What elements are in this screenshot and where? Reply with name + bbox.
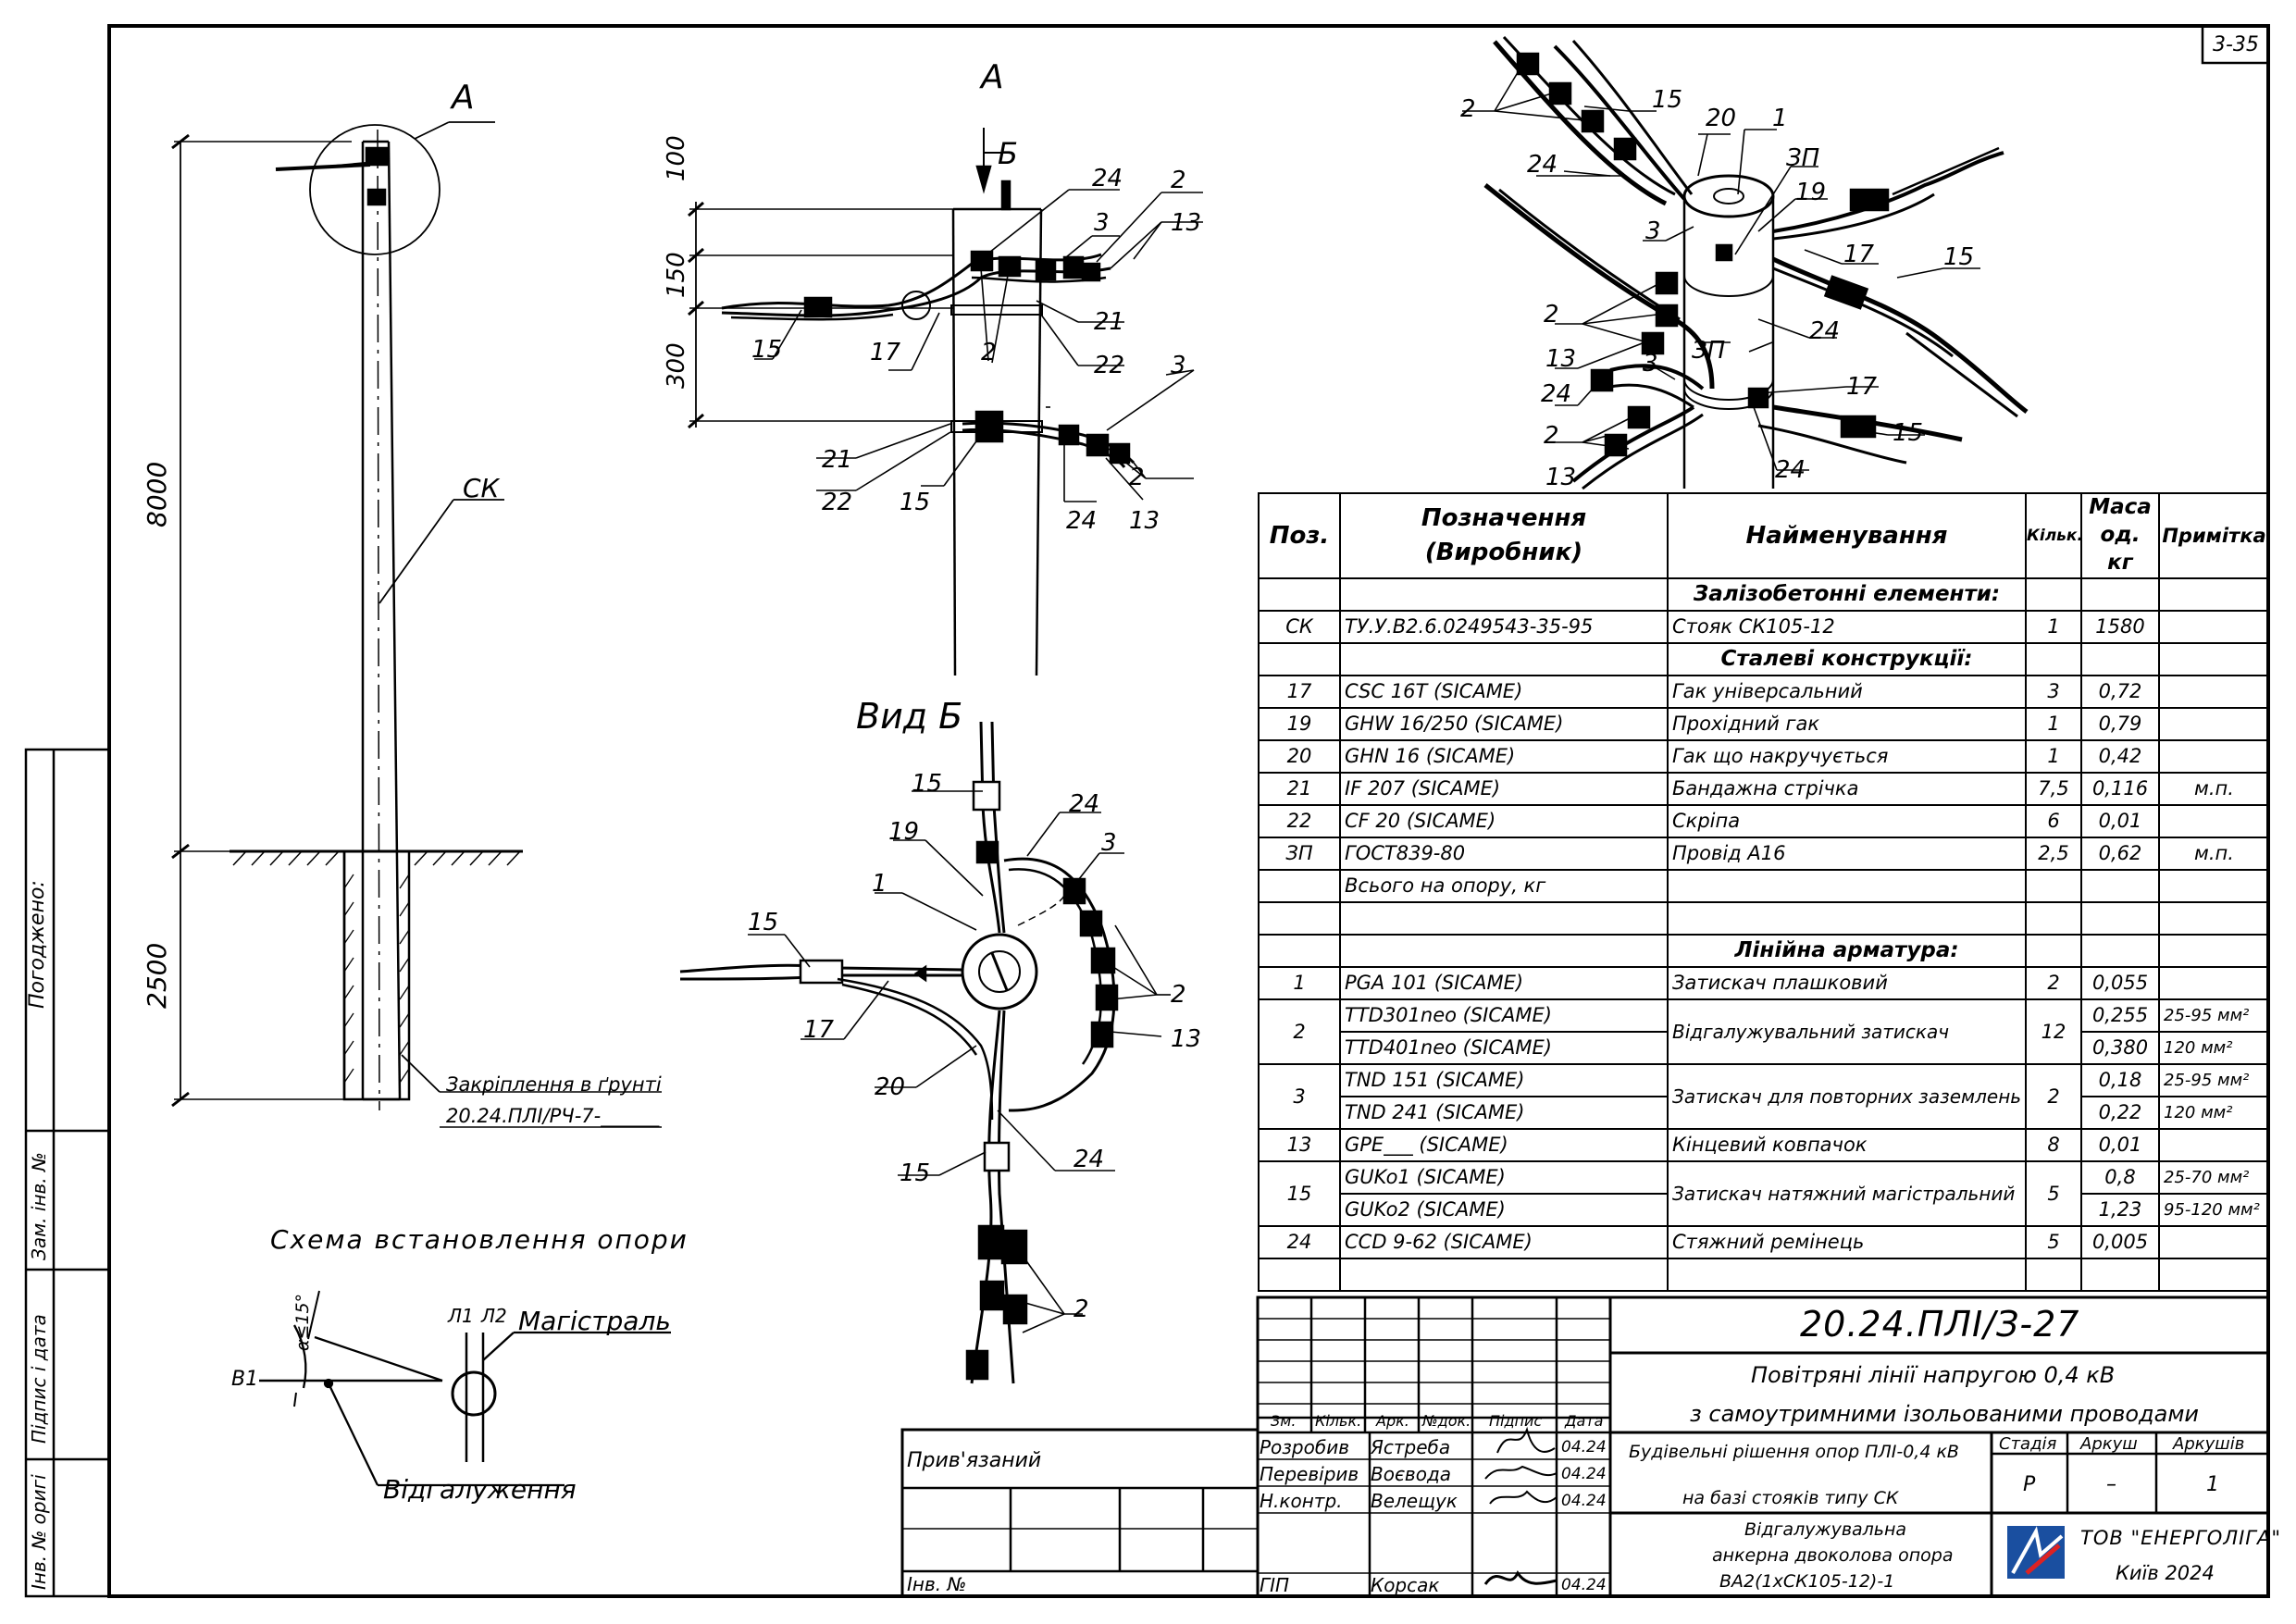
specification-table: Поз. Позначення (Виробник) Найменування … [1258,492,2270,1292]
inv-no-label: Інв. № [907,1573,967,1595]
hdr-designation: Позначення (Виробник) [1339,492,1669,579]
branch-label: Відгалуження [383,1474,577,1505]
dim-height-label: 8000 [142,461,172,527]
object-line-1: Відгалужувальна [1744,1519,1907,1540]
pole-label: СК [463,473,500,503]
signatures [1483,1426,1558,1585]
title-block-grid [900,1295,2270,1598]
city-year: Київ 2024 [2116,1562,2215,1584]
dim-100: 100 [663,135,690,181]
sheet-label: Аркуш [2080,1434,2138,1454]
section-line-2: на базі стояків типу СК [1682,1488,1899,1508]
l1-label: Л1 [448,1305,474,1327]
scheme-title: Схема встановлення опори [270,1224,689,1255]
company-logo-icon [2007,1526,2065,1579]
section-line-1: Будівельні рішення опор ПЛІ-0,4 кВ [1629,1442,1959,1462]
table-row: СК ТУ.У.В2.6.0249543-35-95 Стояк СК105-1… [1258,609,2270,644]
total-row: Всього на опору, кг [1258,868,2270,903]
company-name: ТОВ "ЕНЕРГОЛІГА" [2080,1527,2282,1549]
col-ark: Арк. [1376,1412,1409,1430]
side-stamp-grid [24,748,111,1598]
section-fittings: Лінійна арматура: [1667,933,2027,968]
project-line-1: Повітряні лінії напругою 0,4 кВ [1751,1362,2116,1388]
hdr-name: Найменування [1667,492,2027,579]
col-zm: Зм. [1271,1412,1297,1430]
ground-note-2: 20.24.ПЛІ/РЧ-7-______ [446,1105,660,1127]
col-pidpys: Підпис [1489,1412,1543,1430]
project-line-2: з самоутримними ізольованими проводами [1690,1401,2200,1427]
stamp-agreed: Погоджено: [26,880,49,1009]
sheet-ref: 3-35 [2213,33,2259,56]
view-b [679,721,1171,1384]
b1-label: В1 [231,1368,259,1391]
hdr-note: Примітка [2158,492,2270,579]
hdr-qty: Кільк. [2025,492,2082,579]
title-col-headers: Зм. Кільк. Арк. №док. Підпис Дата [1258,1414,1610,1432]
ground-note-1: Закріплення в ґрунті [446,1073,662,1096]
stamp-inv-orig: Інв. № оригі [28,1474,50,1590]
pole-elevation [171,121,662,1128]
col-kilk: Кільк. [1315,1412,1362,1430]
sheets-label: Аркушів [2173,1434,2245,1454]
linked-label: Прив'язаний [907,1449,1042,1472]
sheets-value: 1 [2206,1473,2219,1496]
dim-300: 300 [663,342,690,389]
hdr-mass: Маса од. кг [2080,492,2160,579]
spec-header-row: Поз. Позначення (Виробник) Найменування … [1258,492,2270,579]
stamp-inv-repl: Зам. інв. № [28,1152,50,1260]
object-line-3: ВА2(1хСК105-12)-1 [1719,1571,1895,1592]
drawing-number: 20.24.ПЛІ/З-27 [1800,1304,2080,1345]
angle-label: α≤15° [292,1293,313,1351]
total-label: Всього на опору, кг [1339,868,1669,903]
zone-label-a: А [452,79,475,117]
view-b-title: Вид Б [856,696,963,737]
object-line-2: анкерна двоколова опора [1712,1545,1954,1566]
arrow-b-label: Б [998,136,1018,171]
side-view [688,128,1203,676]
stage-label: Стадія [1999,1434,2057,1454]
isometric-view [1462,35,2029,490]
sheet-value: – [2106,1473,2116,1496]
sheet-ref-box [2201,24,2270,65]
col-data: Дата [1565,1412,1604,1430]
install-scheme [259,1290,671,1487]
arrow-a-label: А [981,58,1004,96]
dim-150: 150 [663,252,690,298]
main-label: Магістраль [518,1306,671,1336]
stage-value: Р [2023,1473,2036,1496]
dim-depth-label: 2500 [142,942,172,1009]
hdr-pos: Поз. [1258,492,1341,579]
section-concrete: Залізобетонні елементи: [1667,576,2027,612]
l2-label: Л2 [481,1305,507,1327]
section-steel: Сталеві конструкції: [1667,641,2027,676]
stamp-sign-date: Підпис і дата [28,1314,50,1444]
col-ndok: №док. [1422,1412,1471,1430]
